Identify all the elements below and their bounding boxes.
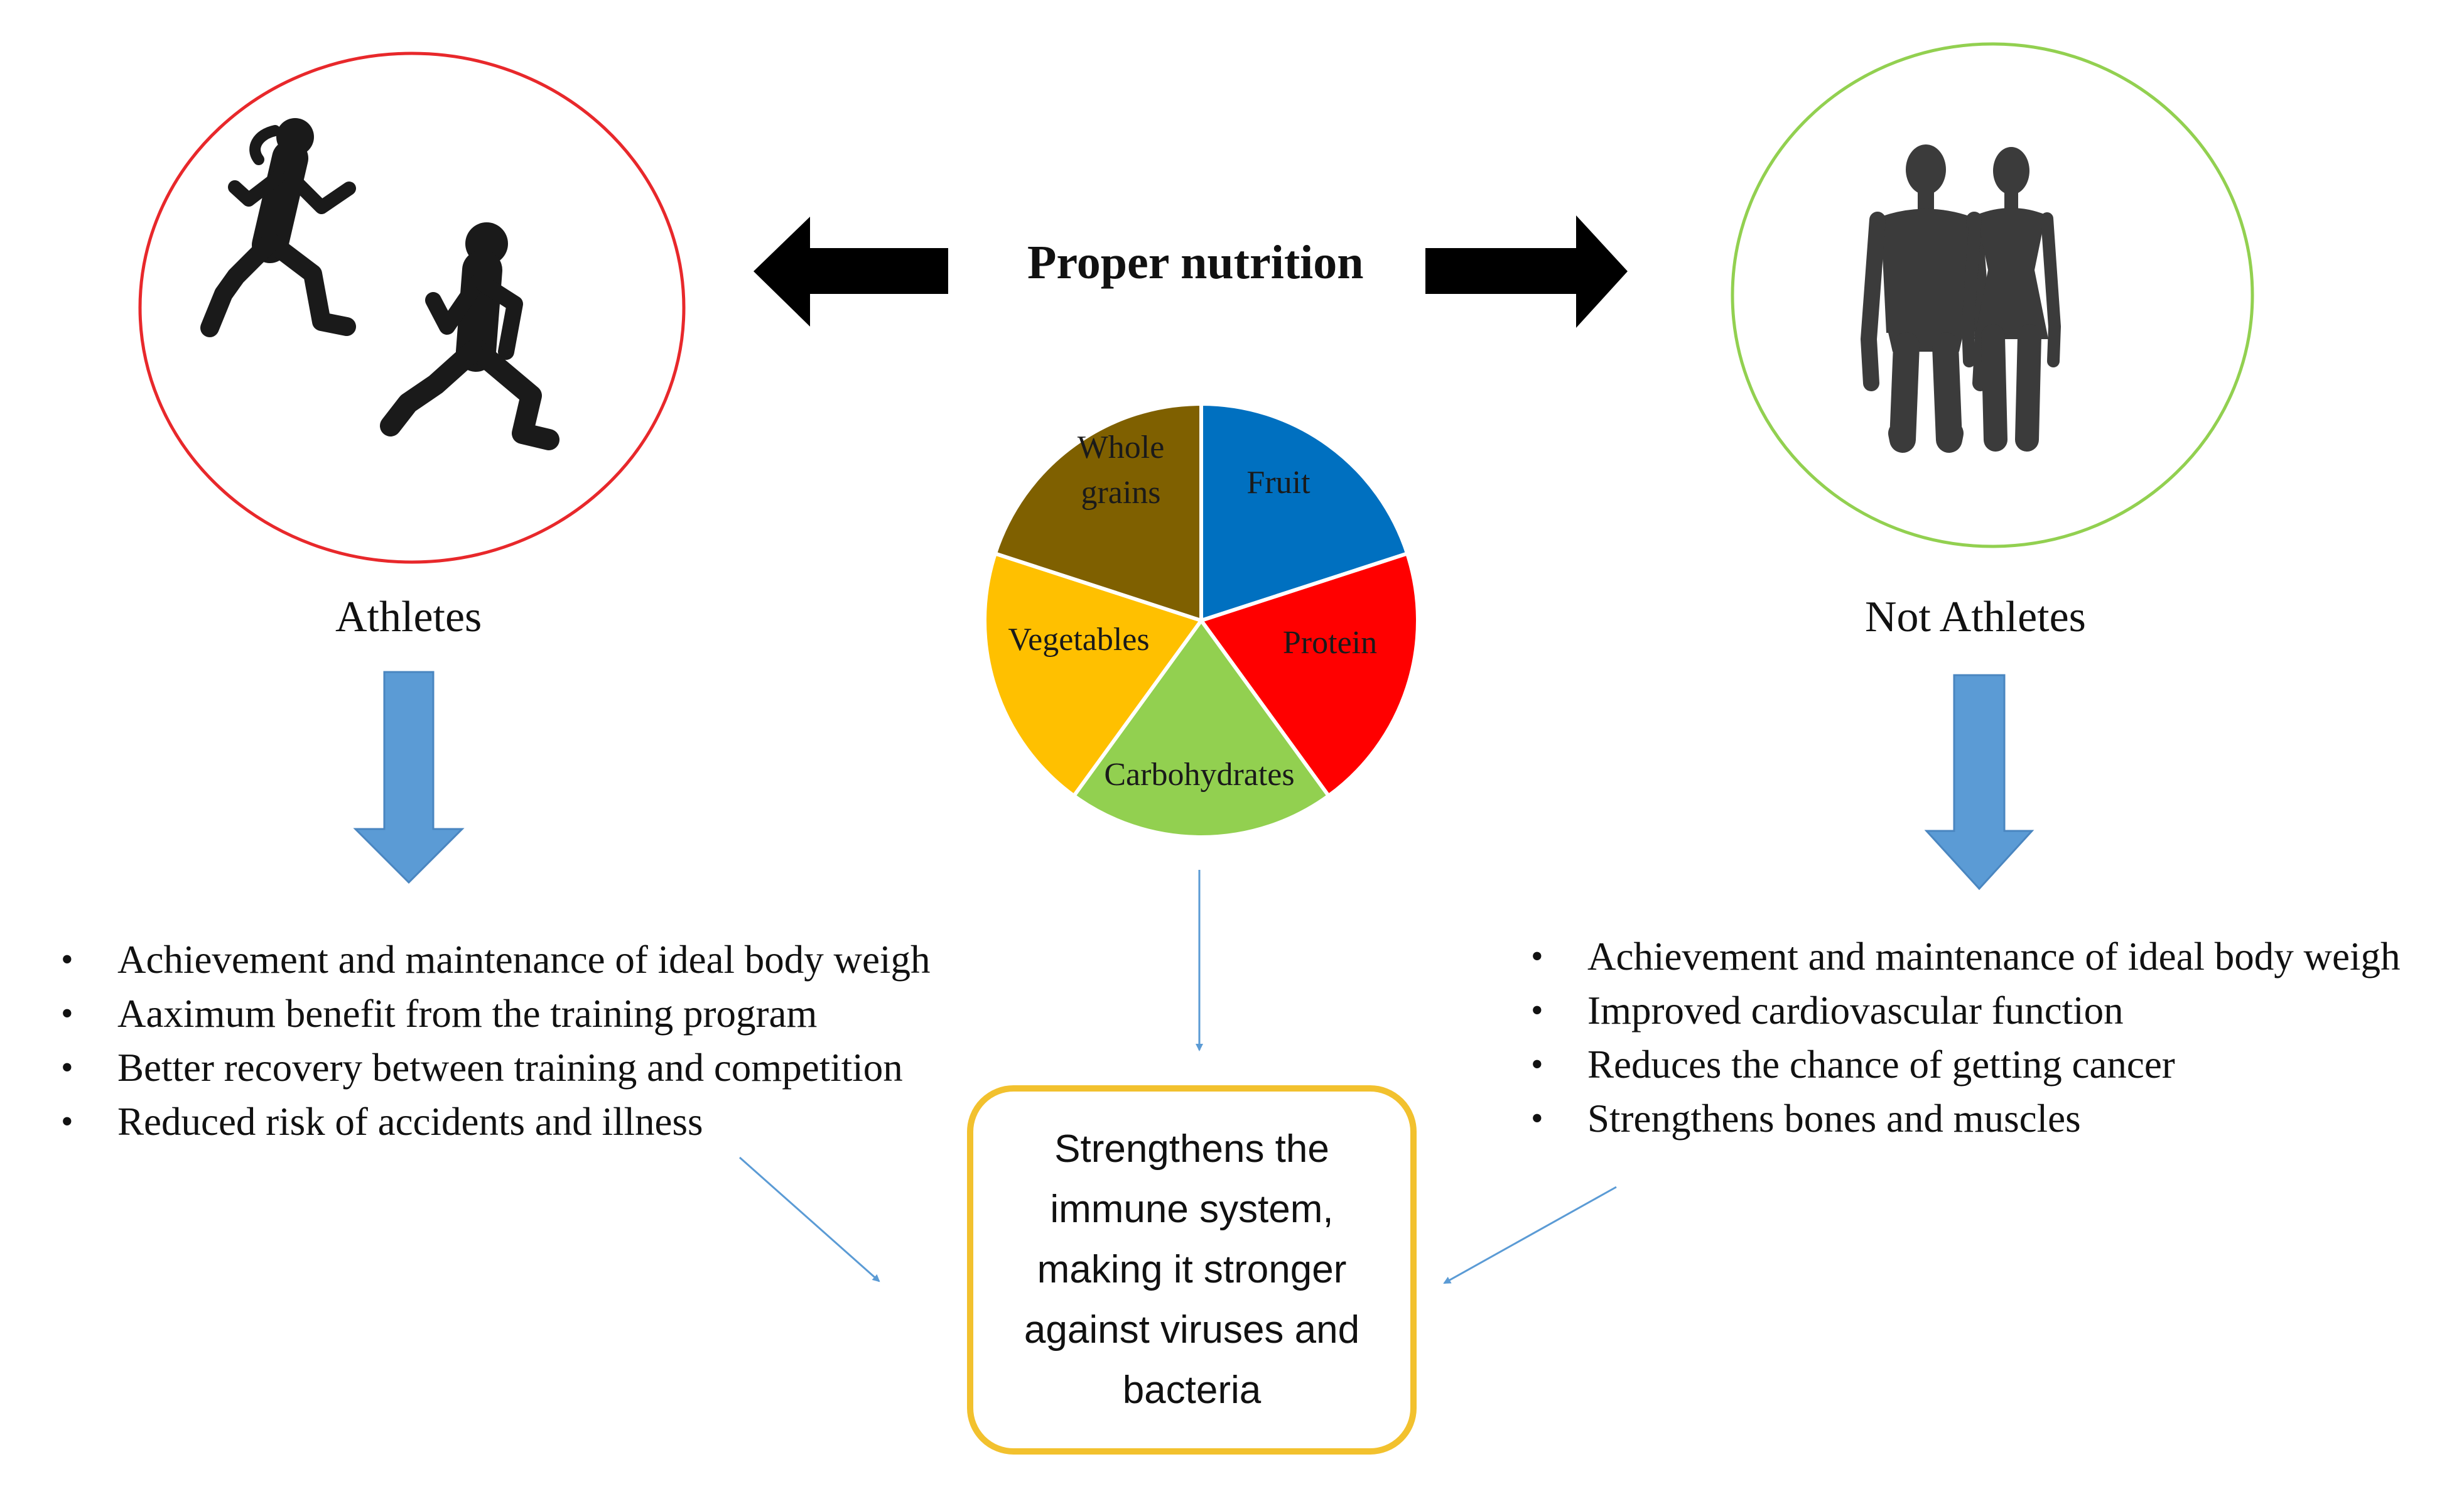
non-athletes-to-outcome-connector (1443, 1186, 1617, 1284)
athletes-to-outcome-connector (739, 1156, 880, 1282)
non-athletes-label: Not Athletes (1865, 593, 2086, 641)
woman-silhouette-icon (1962, 147, 2061, 452)
wheel-label-fruit: Fruit (1246, 465, 1310, 501)
non-athletes-benefit-list: Achievement and maintenance of ideal bod… (1530, 930, 2401, 1146)
outcome-text: Strengthens the immune system, making it… (1024, 1127, 1360, 1412)
athletes-circle (138, 51, 686, 564)
list-item: Achievement and maintenance of ideal bod… (1530, 930, 2401, 984)
athletes-down-arrow (353, 671, 465, 884)
outcome-box: Strengthens the immune system, making it… (967, 1085, 1417, 1455)
runner-man-icon (380, 222, 559, 450)
list-item: Improved cardiovascular function (1530, 984, 2401, 1038)
list-item: Better recovery between training and com… (60, 1041, 931, 1095)
wheel-segment-fruit (1199, 401, 1410, 624)
list-item: Reduced risk of accidents and illness (60, 1095, 931, 1149)
wheel-label-vegetables: Vegetables (1008, 622, 1149, 658)
non-athletes-down-arrow (1924, 674, 2034, 891)
list-item: Aaximum benefit from the training progra… (60, 987, 931, 1041)
athletes-benefit-list: Achievement and maintenance of ideal bod… (60, 933, 931, 1149)
athletes-label: Athletes (335, 593, 482, 641)
wheel-segment-whole-grains (993, 401, 1203, 624)
wheel-label-carbohydrates: Carbohydrates (1104, 757, 1294, 793)
wheel-segment-carbohydrates (1071, 617, 1331, 839)
right-arrow (1425, 215, 1628, 328)
wheel-label-protein: Protein (1283, 625, 1377, 661)
wheel-segment-vegetables (983, 551, 1204, 799)
center-title: Proper nutrition (1027, 236, 1364, 289)
list-item: Achievement and maintenance of ideal bod… (60, 933, 931, 987)
left-arrow (754, 217, 948, 327)
list-item: Reduces the chance of getting cancer (1530, 1038, 2401, 1092)
non-athletes-circle (1731, 42, 2254, 548)
wheel-segment-protein (1198, 551, 1420, 799)
runner-woman-icon (200, 118, 356, 337)
list-item: Strengthens bones and muscles (1530, 1092, 2401, 1146)
